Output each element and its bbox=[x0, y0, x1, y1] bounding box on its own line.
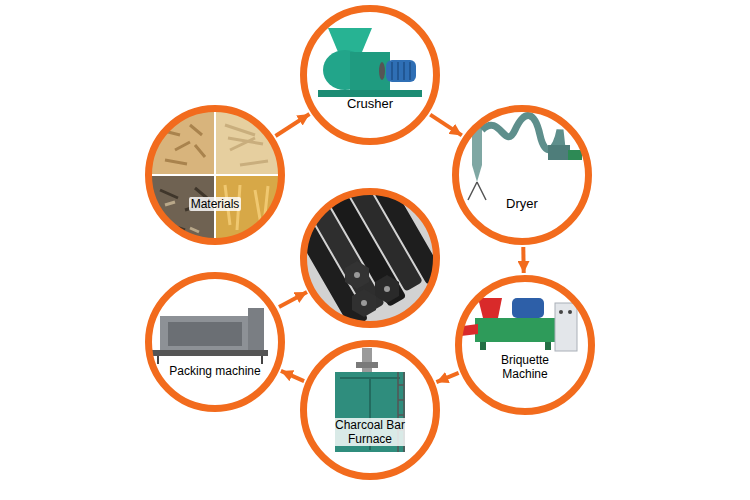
step-label: Briquette Machine bbox=[475, 353, 575, 381]
dryer-machine bbox=[458, 111, 586, 239]
flow-arrow bbox=[281, 371, 304, 381]
step-label: Crusher bbox=[345, 97, 395, 111]
process-circle: Briquette Machine bbox=[455, 275, 595, 415]
flow-arrow bbox=[279, 292, 307, 307]
process-circle: Packing machine bbox=[145, 272, 285, 412]
step-label: Charcoal Bar Furnace bbox=[320, 418, 420, 446]
flow-arrow bbox=[430, 115, 462, 136]
flow-arrow bbox=[521, 247, 525, 273]
centre-ring bbox=[304, 192, 437, 325]
briquette-machine bbox=[461, 281, 589, 409]
process-circle: Materials bbox=[145, 105, 285, 245]
step-label: Materials bbox=[189, 197, 242, 211]
process-circle: Dryer bbox=[452, 105, 592, 245]
packing-machine-picture bbox=[151, 278, 279, 406]
process-circle: Charcoal Bar Furnace bbox=[300, 340, 440, 480]
step-label: Packing machine bbox=[167, 364, 262, 378]
crusher-machine bbox=[306, 11, 434, 139]
furnace-machine bbox=[306, 346, 434, 474]
charcoal-bars-photo bbox=[288, 167, 444, 329]
flow-arrow bbox=[436, 373, 458, 382]
step-label: Dryer bbox=[504, 197, 540, 211]
process-circle: Crusher bbox=[300, 5, 440, 145]
flow-arrow bbox=[276, 114, 310, 136]
materials-photo bbox=[150, 110, 280, 240]
